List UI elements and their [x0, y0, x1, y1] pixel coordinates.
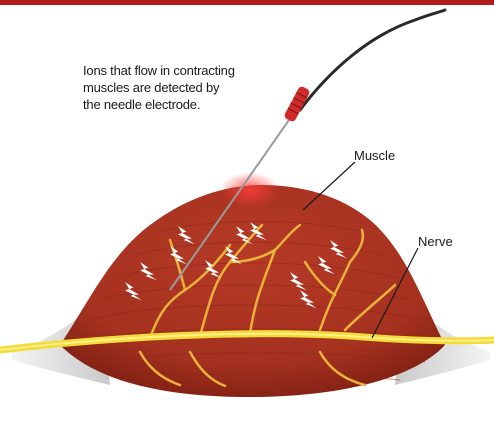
diagram-caption: Ions that flow in contracting muscles ar… [83, 62, 283, 113]
electrode-cable [300, 10, 445, 110]
caption-line-1: Ions that flow in contracting [83, 62, 283, 79]
muscle-label: Muscle [354, 148, 395, 163]
caption-line-2: muscles are detected by [83, 79, 283, 96]
caption-line-3: the needle electrode. [83, 96, 283, 113]
nerve-label: Nerve [418, 234, 453, 249]
electrode-handle [283, 85, 310, 122]
